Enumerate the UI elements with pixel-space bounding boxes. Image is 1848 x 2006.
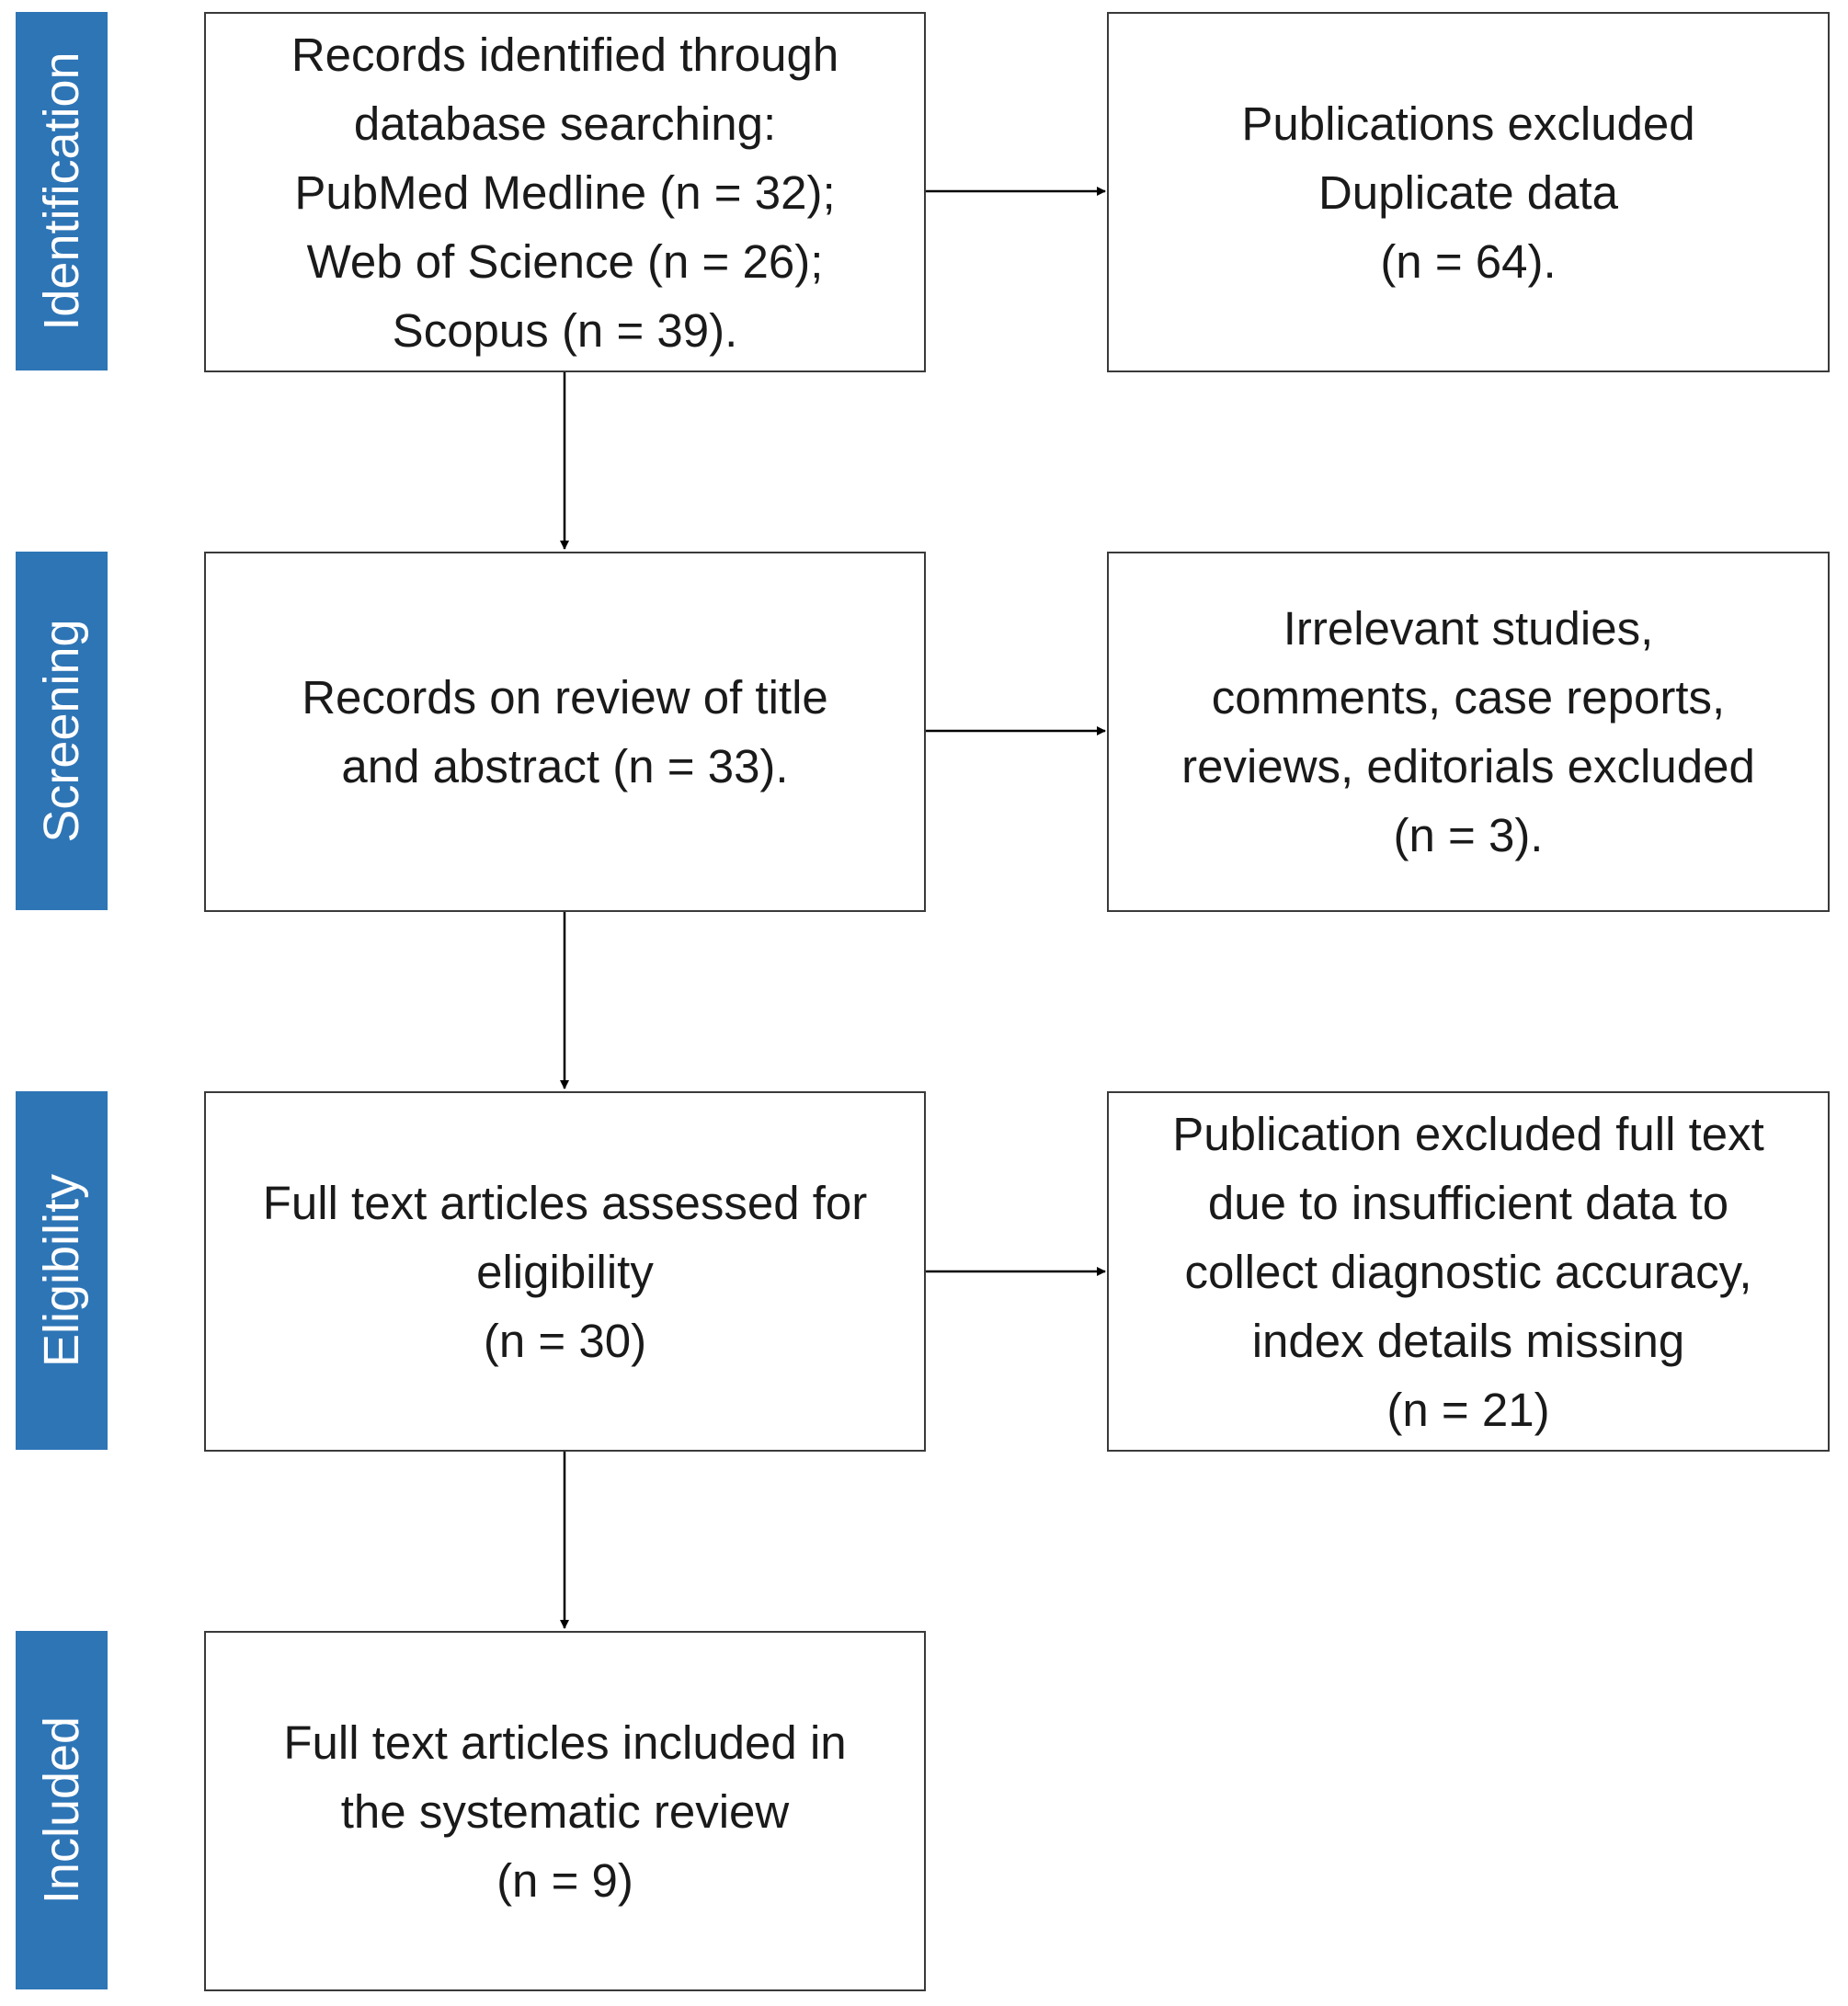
box-text-line: due to insufficient data to [1207, 1176, 1729, 1229]
stage-bar-included: Included [16, 1631, 108, 1989]
box-text-line: eligibility [476, 1245, 654, 1298]
irrelevant-excluded-box: Irrelevant studies, comments, case repor… [1107, 552, 1830, 912]
records-screened-box: Records on review of title and abstract … [204, 552, 926, 912]
box-text-line: and abstract (n = 33). [341, 740, 789, 792]
stage-bar-identification: Identification [16, 12, 108, 370]
box-text-line: (n = 64). [1380, 234, 1557, 288]
box-text-line: reviews, editorials excluded [1181, 740, 1755, 792]
duplicates-excluded-box: Publications excluded Duplicate data (n … [1107, 12, 1830, 372]
box-text-line: (n = 9) [496, 1853, 633, 1907]
box-text-line: the systematic review [340, 1784, 790, 1838]
box-text-line: index details missing [1251, 1314, 1685, 1367]
box-text-line: Publications excluded [1241, 97, 1695, 150]
box-text-line: Records identified through [291, 28, 839, 81]
stage-bar-eligibility: Eligibility [16, 1091, 108, 1450]
box-text-line: comments, case reports, [1211, 671, 1726, 724]
stage-bar-screening: Screening [16, 552, 108, 910]
box-text-line: Scopus (n = 39). [392, 303, 738, 357]
records-identified-box: Records identified through database sear… [204, 12, 926, 372]
box-text-line: PubMed Medline (n = 32); [294, 165, 836, 219]
box-text-line: Irrelevant studies, [1283, 602, 1654, 655]
eligibility-assessed-box: Full text articles assessed for eligibil… [204, 1091, 926, 1452]
box-text-line: Full text articles assessed for [262, 1176, 868, 1229]
box-text-line: Duplicate data [1318, 165, 1619, 219]
box-text-line: Full text articles included in [283, 1715, 847, 1769]
box-text-line: (n = 3). [1393, 809, 1544, 861]
box-text-line: (n = 21) [1386, 1383, 1550, 1436]
studies-included-box: Full text articles included in the syste… [204, 1631, 926, 1991]
box-text-line: database searching: [353, 97, 777, 150]
box-text-line: collect diagnostic accuracy, [1184, 1245, 1752, 1298]
box-text-line: (n = 30) [483, 1314, 647, 1367]
box-text-line: Publication excluded full text [1172, 1107, 1764, 1160]
insufficient-data-excluded-box: Publication excluded full text due to in… [1107, 1091, 1830, 1452]
box-text-line: Records on review of title [302, 671, 828, 724]
box-text-line: Web of Science (n = 26); [306, 234, 824, 288]
